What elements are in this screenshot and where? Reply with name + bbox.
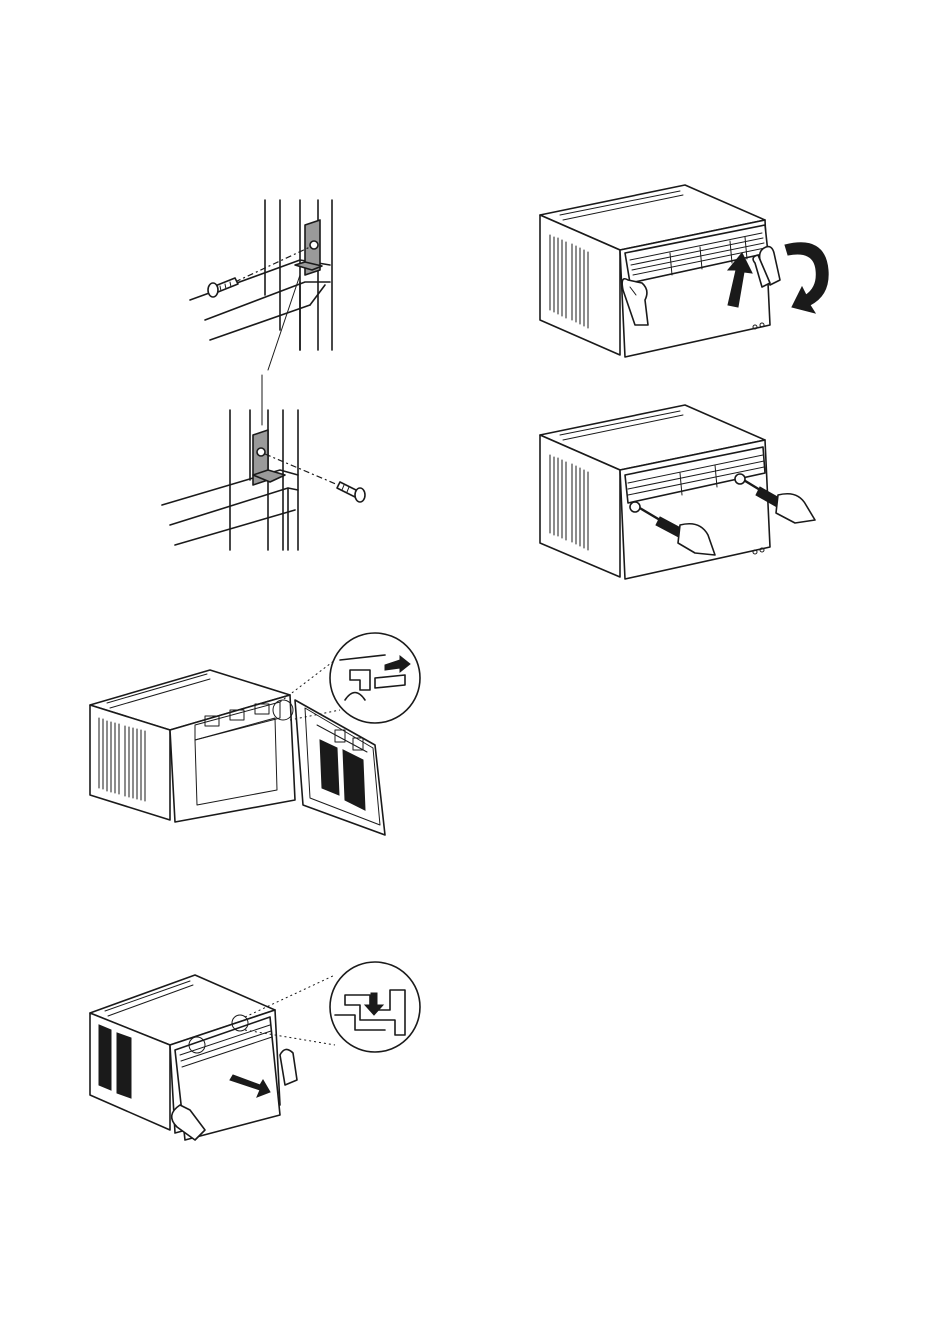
- air-conditioner-icon: [85, 955, 430, 1145]
- front-panel-open-figure: [85, 630, 430, 845]
- bracket-installation-figure: [150, 190, 410, 560]
- window-frame-icon: [150, 190, 410, 560]
- hook-detail-icon: [330, 633, 420, 723]
- front-grille-removal-figure: [530, 175, 830, 365]
- rotate-arrow-icon: [785, 243, 828, 313]
- air-conditioner-icon: [530, 175, 830, 365]
- screw-icon: [208, 278, 238, 297]
- tab-detail-icon: [330, 962, 420, 1052]
- air-conditioner-icon: [85, 630, 430, 845]
- l-bracket-icon: [295, 220, 322, 275]
- screw-icon: [337, 482, 365, 502]
- l-bracket-icon: [253, 430, 285, 485]
- air-conditioner-icon: [530, 395, 820, 585]
- front-panel-attach-figure: [85, 955, 430, 1145]
- screw-removal-figure: [530, 395, 820, 585]
